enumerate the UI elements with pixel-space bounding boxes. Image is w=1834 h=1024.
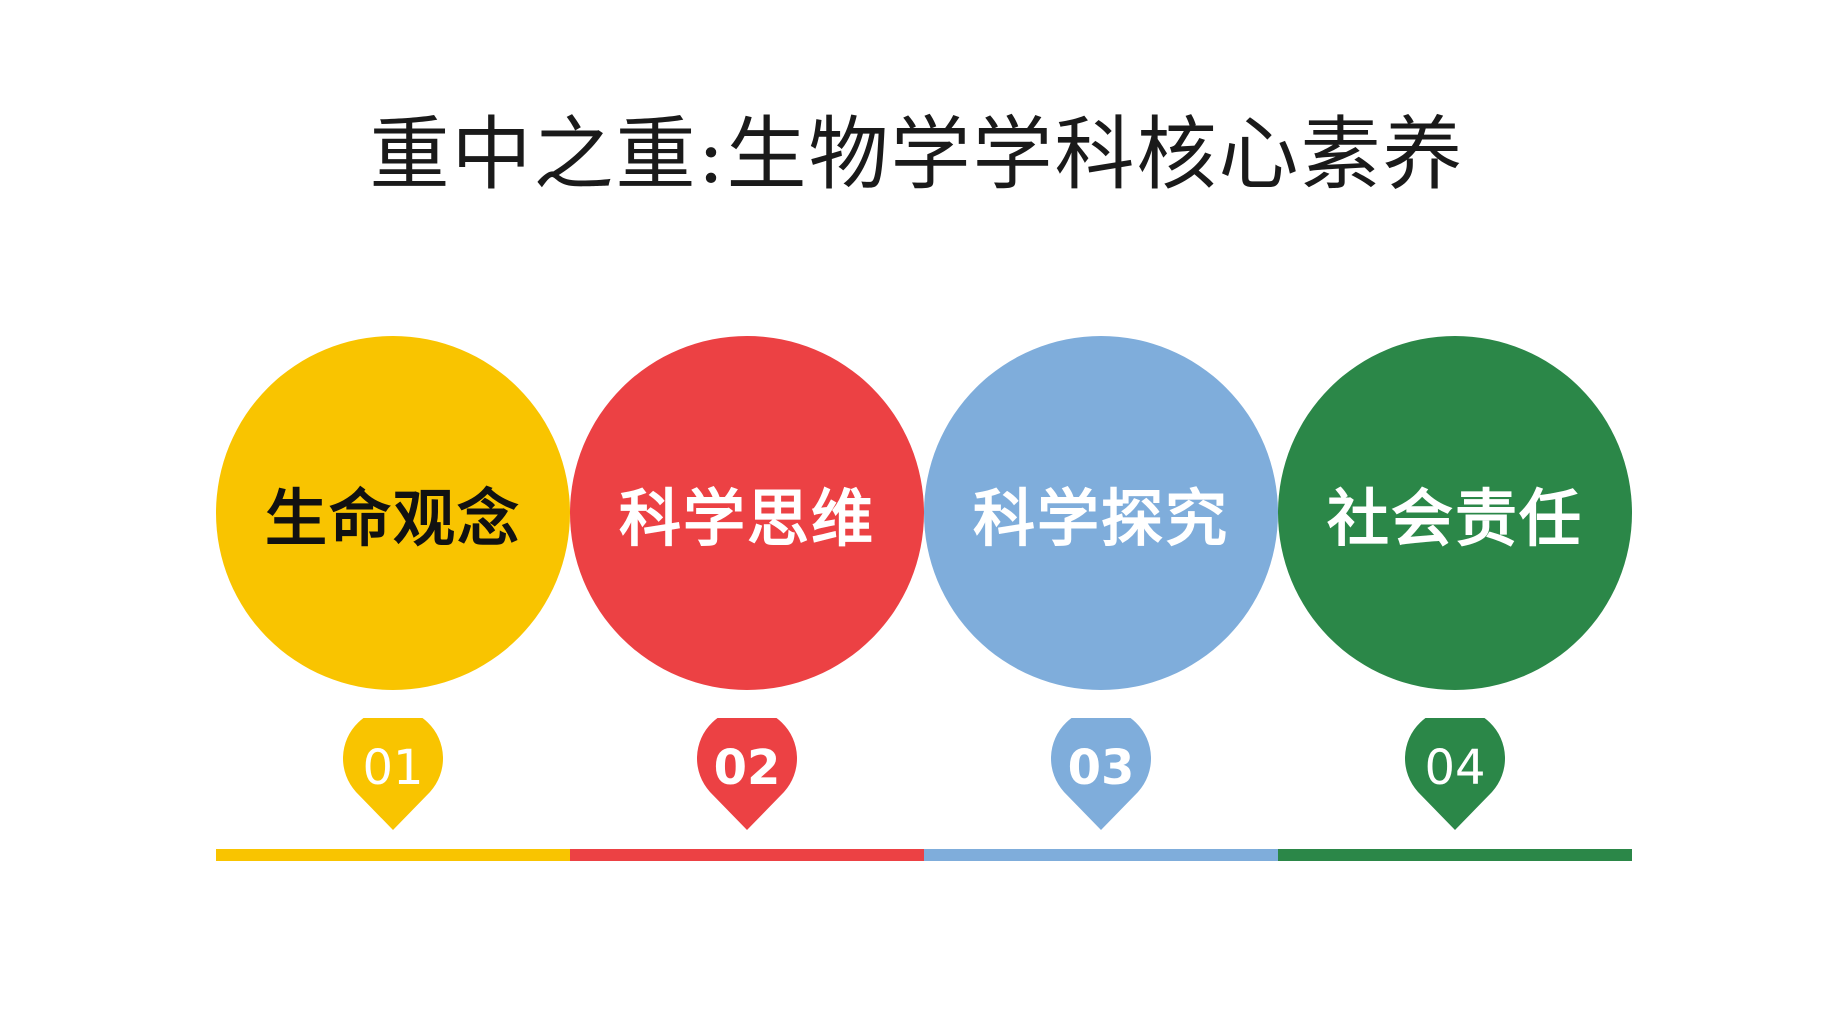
circle-social-responsibility: 社会责任: [1278, 336, 1632, 690]
circle-label: 科学探究: [972, 482, 1229, 555]
pin-number: 02: [713, 740, 781, 796]
timeline-segment-3: [924, 849, 1278, 861]
circle-life-concept: 生命观念: [216, 336, 570, 690]
pin-number: 01: [362, 740, 424, 796]
timeline-segment-1: [216, 849, 570, 861]
circle-scientific-thinking: 科学思维: [570, 336, 924, 690]
circle-label: 生命观念: [264, 482, 521, 555]
timeline-segment-2: [570, 849, 924, 861]
map-pin-icon: [1051, 718, 1151, 830]
number-pin-02: 02: [697, 718, 797, 834]
map-pin-icon: [697, 718, 797, 830]
map-pin-icon: [1405, 718, 1505, 830]
map-pin-icon: [343, 718, 443, 830]
timeline-segment-4: [1278, 849, 1632, 861]
number-pin-03: 03: [1051, 718, 1151, 834]
circle-scientific-inquiry: 科学探究: [924, 336, 1278, 690]
page-title: 重中之重:生物学学科核心素养: [369, 108, 1465, 201]
pin-number: 03: [1067, 740, 1135, 796]
pin-number: 04: [1424, 740, 1486, 796]
number-pin-01: 01: [343, 718, 443, 834]
circle-label: 科学思维: [618, 482, 875, 555]
number-pin-04: 04: [1405, 718, 1505, 834]
circle-label: 社会责任: [1326, 482, 1583, 555]
